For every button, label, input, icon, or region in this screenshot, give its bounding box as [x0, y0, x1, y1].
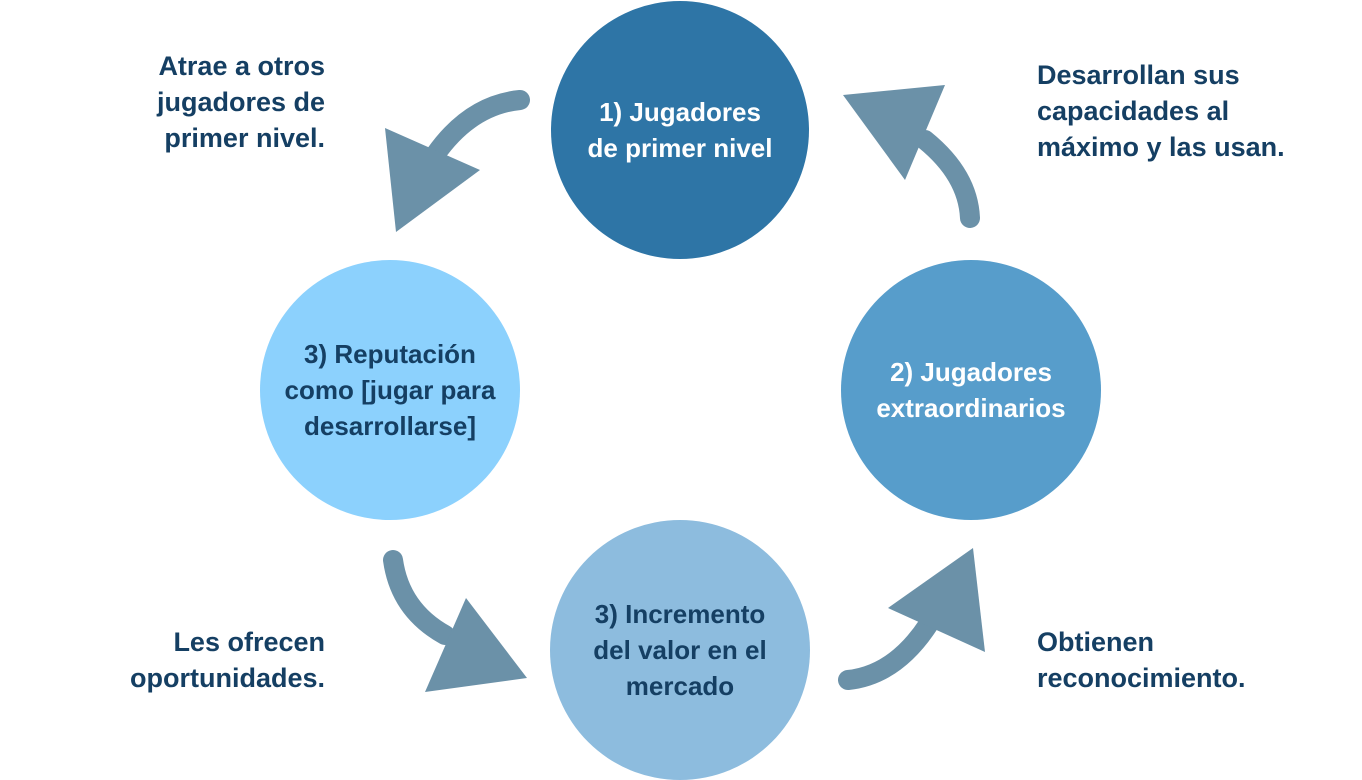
circle-market-value — [550, 520, 810, 780]
label-line: oportunidades. — [130, 663, 325, 693]
arrow-top-right-shaft — [915, 130, 980, 228]
circle-top-players — [551, 1, 809, 259]
label-line: máximo y las usan. — [1037, 132, 1285, 162]
label-bottom-right: Obtienen reconocimiento. — [1037, 624, 1246, 696]
arrow-bottom-right-shaft — [838, 615, 938, 690]
label-line: Desarrollan sus — [1037, 60, 1240, 90]
circle-3-text: 3) Incremento del valor en el mercado — [550, 520, 810, 780]
label-line: capacidades al — [1037, 96, 1230, 126]
arrow-bottom-left-shaft — [383, 550, 455, 645]
circle-3-line: 3) Incremento — [594, 599, 766, 629]
circle-4-line: 3) Reputación — [304, 339, 476, 369]
label-line: Atrae a otros — [158, 51, 325, 81]
circle-2-line: extraordinarios — [876, 393, 1066, 423]
arrow-bottom-left-head — [425, 598, 527, 692]
label-bottom-left: Les ofrecen oportunidades. — [130, 624, 325, 696]
circle-3-line: del valor en el — [593, 635, 767, 665]
circle-extraordinary-players — [841, 260, 1101, 520]
label-top-left: Atrae a otros jugadores de primer nivel. — [157, 48, 325, 156]
circle-4-line: como [jugar para — [284, 375, 496, 405]
arrow-bottom-right-head — [888, 548, 985, 652]
arrow-top-left-shaft — [425, 90, 530, 165]
circle-4-text: 3) Reputación como [jugar para desarrollar… — [260, 260, 520, 520]
circle-1-line: de primer nivel — [587, 133, 773, 163]
label-line: Obtienen — [1037, 627, 1155, 657]
label-line: Les ofrecen — [173, 627, 325, 657]
circle-reputation — [260, 260, 520, 520]
circle-4-line: desarrollarse] — [304, 411, 476, 441]
circle-2-line: 2) Jugadores — [890, 357, 1052, 387]
label-line: reconocimiento. — [1037, 663, 1246, 693]
circle-2-text: 2) Jugadores extraordinarios — [841, 260, 1101, 520]
label-line: primer nivel. — [164, 123, 325, 153]
label-line: jugadores de — [156, 87, 325, 117]
circle-1-line: 1) Jugadores — [599, 97, 761, 127]
arrow-top-left-head — [385, 128, 480, 232]
circle-3-line: mercado — [625, 671, 735, 701]
arrow-top-right-head — [843, 85, 945, 180]
label-top-right: Desarrollan sus capacidades al máximo y … — [1037, 57, 1285, 165]
circle-1-text: 1) Jugadores de primer nivel — [551, 1, 809, 259]
